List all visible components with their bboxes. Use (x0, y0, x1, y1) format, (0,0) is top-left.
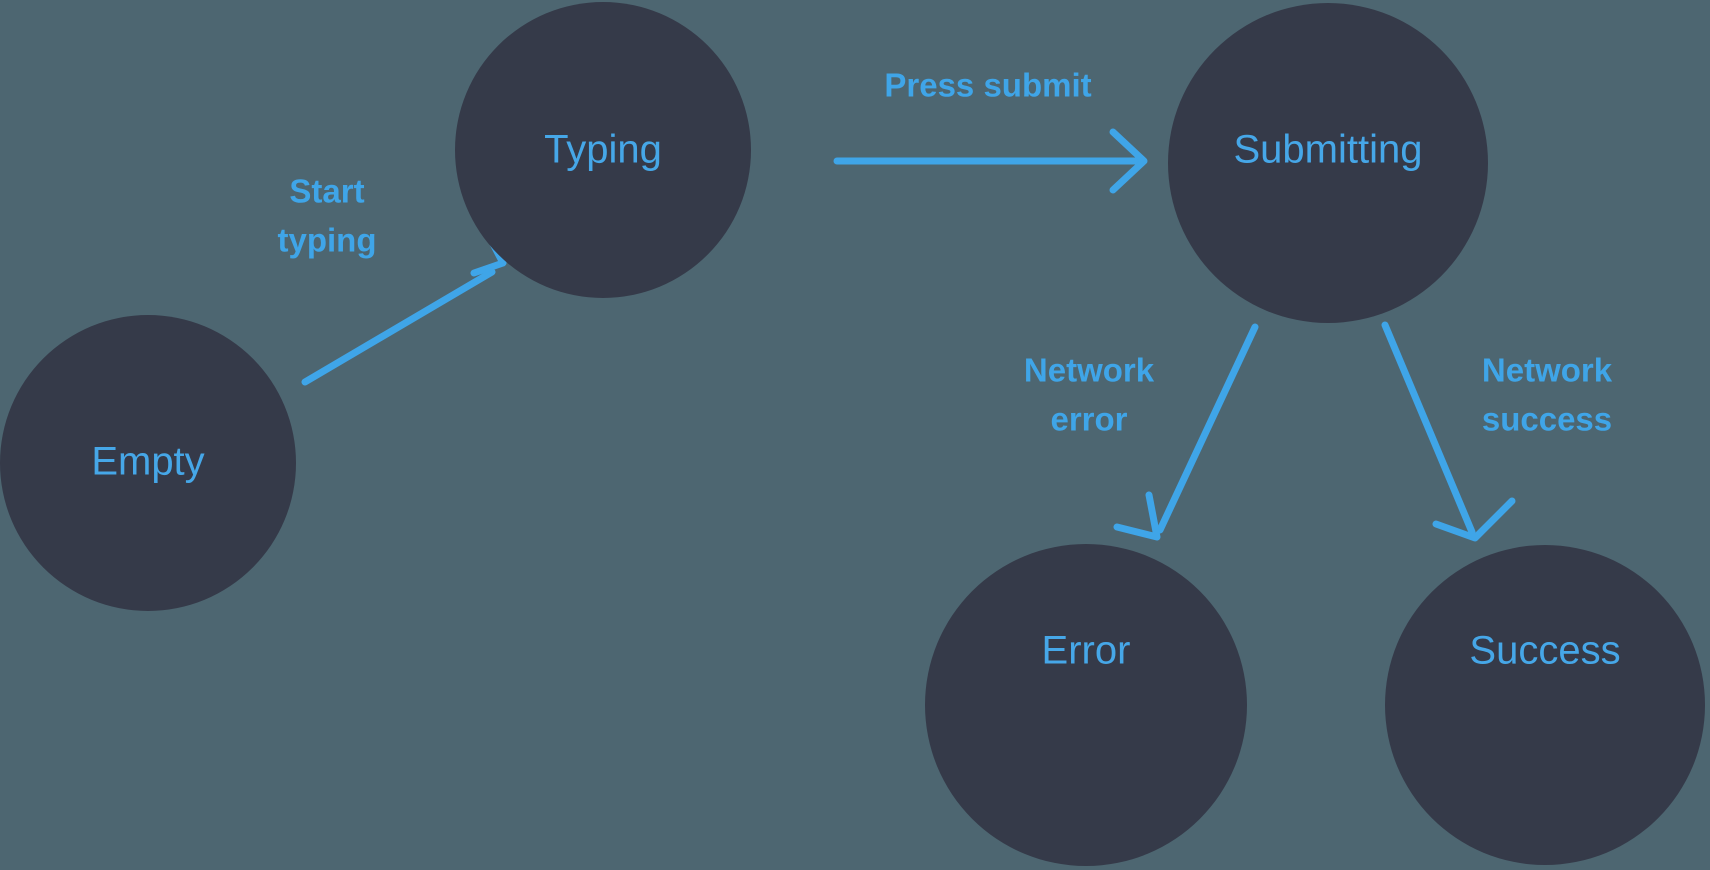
state-node-error[interactable]: Error (925, 544, 1247, 866)
edge-label-start-typing-line-1: Start (289, 173, 364, 210)
edge-label-press-submit-line-1: Press submit (884, 67, 1091, 104)
edge-label-network-error-line-2: error (1050, 401, 1127, 438)
edge-label-press-submit: Press submit (884, 67, 1091, 104)
state-node-submitting[interactable]: Submitting (1168, 3, 1488, 323)
state-node-error-circle[interactable] (925, 544, 1247, 866)
state-node-typing-label: Typing (544, 128, 662, 172)
edge-label-network-success-line-2: success (1482, 401, 1612, 438)
state-node-empty[interactable]: Empty (0, 315, 296, 611)
state-node-empty-label: Empty (91, 440, 204, 484)
state-node-empty-circle[interactable] (0, 315, 296, 611)
edge-submitting-to-success (1381, 321, 1516, 542)
edge-empty-to-typing-line (301, 268, 496, 386)
edge-label-start-typing: Start typing (278, 173, 377, 259)
state-node-submitting-circle[interactable] (1168, 3, 1488, 323)
state-node-submitting-label: Submitting (1234, 128, 1423, 172)
edge-submitting-to-error (1113, 323, 1259, 541)
edge-label-start-typing-line-2: typing (278, 222, 377, 259)
edge-label-network-error-line-1: Network (1024, 352, 1155, 389)
edge-submitting-to-success-arrowhead (1432, 497, 1516, 542)
edge-label-network-success-line-1: Network (1482, 352, 1613, 389)
edge-label-network-error: Network error (1024, 352, 1155, 438)
edge-submitting-to-error-arrowhead (1113, 491, 1161, 541)
edge-label-network-success: Network success (1482, 352, 1613, 438)
state-node-typing[interactable]: Typing (455, 2, 751, 298)
state-node-typing-circle[interactable] (455, 2, 751, 298)
state-node-success-label: Success (1469, 629, 1620, 673)
edge-submitting-to-error-line (1156, 323, 1259, 534)
edge-typing-to-submitting (833, 128, 1148, 194)
edge-submitting-to-success-line (1381, 321, 1476, 536)
state-node-success-circle[interactable] (1385, 545, 1705, 865)
edge-typing-to-submitting-arrowhead (1109, 128, 1148, 194)
state-node-success[interactable]: Success (1385, 545, 1705, 865)
state-node-error-label: Error (1042, 629, 1131, 673)
